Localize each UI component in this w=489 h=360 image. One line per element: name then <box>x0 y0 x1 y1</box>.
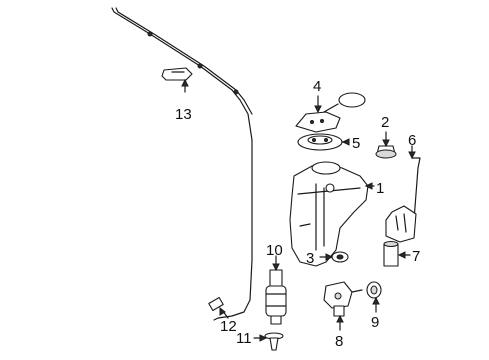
callout-3: 3 <box>306 250 314 267</box>
part-1-reservoir <box>289 161 375 267</box>
callout-12: 12 <box>220 318 237 335</box>
callout-4: 4 <box>313 78 321 95</box>
callout-11: 11 <box>236 330 252 347</box>
part-10-pump <box>265 255 287 325</box>
hose-clip <box>233 89 239 95</box>
part-13-nozzle <box>161 67 193 93</box>
callout-5: 5 <box>352 135 360 152</box>
part-8-level-sensor <box>323 281 363 331</box>
callout-10: 10 <box>266 242 283 259</box>
part-6-bracket <box>385 145 421 243</box>
callout-9: 9 <box>371 314 379 331</box>
callout-1: 1 <box>376 180 384 197</box>
part-5-filler-cap <box>297 133 350 151</box>
part-7-sleeve <box>383 241 411 267</box>
part-4-cap-seal <box>295 92 366 133</box>
callout-2: 2 <box>381 114 389 131</box>
hose-clip <box>197 63 203 69</box>
part-3-grommet <box>319 251 349 263</box>
part-2-grommet <box>375 131 397 159</box>
part-12-connector <box>208 296 229 319</box>
hose-clip <box>147 31 153 37</box>
callout-6: 6 <box>408 132 416 149</box>
part-11-push-pin <box>253 332 284 351</box>
callout-8: 8 <box>335 333 343 350</box>
part-9-seal <box>366 281 382 313</box>
callout-13: 13 <box>175 106 192 123</box>
washer-hose <box>111 7 253 321</box>
callout-7: 7 <box>412 248 420 265</box>
